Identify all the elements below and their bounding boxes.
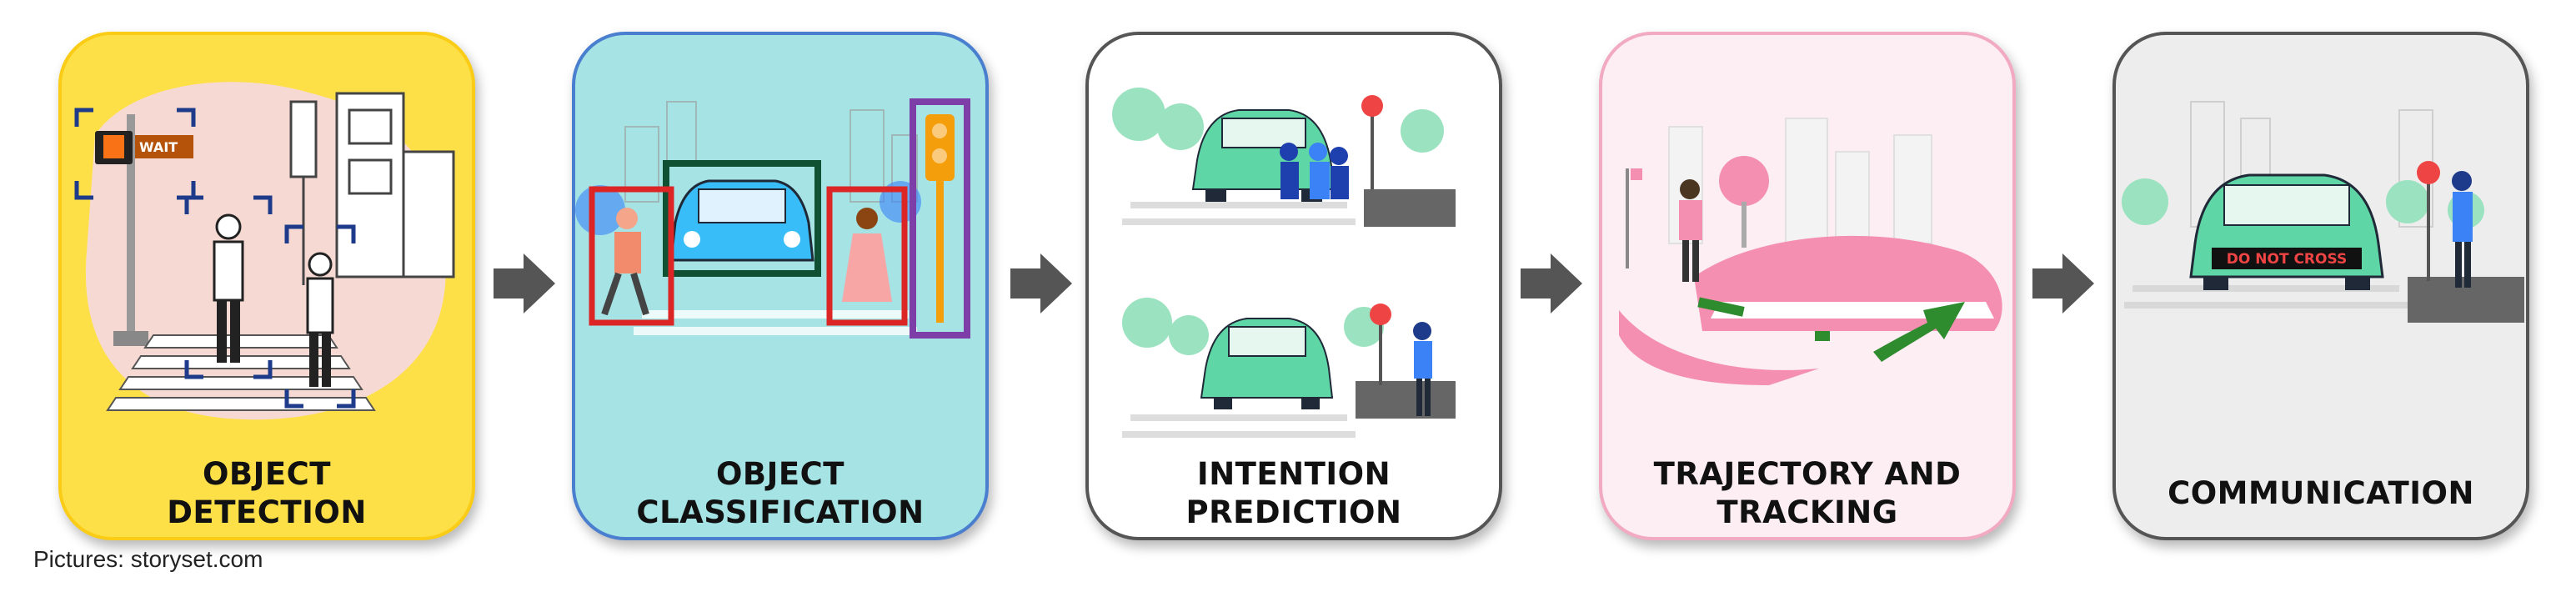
- card-communication: DO NOT CROSS COMMUNICATION: [2112, 32, 2529, 540]
- step-label-line2: DETECTION: [167, 494, 367, 530]
- crosswalk: [2124, 285, 2408, 309]
- step-label: TRAJECTORY AND TRACKING: [1602, 452, 2012, 535]
- crosswalk: [1122, 414, 1356, 438]
- card-intention-prediction: INTENTION PREDICTION: [1085, 32, 1502, 540]
- step-label-line1: OBJECT: [202, 456, 332, 492]
- prediction-illustration: [1112, 88, 1456, 438]
- step-label-line1: INTENTION: [1196, 456, 1391, 492]
- stop-sign-icon: [1370, 304, 1391, 385]
- street-sign-icon: [1626, 168, 1642, 268]
- step-label-line1: OBJECT: [715, 456, 845, 492]
- pink-path-area: [1619, 310, 1819, 385]
- step-label-line2: PREDICTION: [1185, 494, 1402, 530]
- curb: [1356, 381, 1456, 419]
- flow-arrow-icon: [494, 253, 555, 314]
- car-icon: [1200, 318, 1334, 409]
- classification-illustration: [575, 98, 970, 339]
- pedestrian-icon: [601, 208, 649, 316]
- pedestrian-icon: [1280, 143, 1349, 199]
- signal-sign-text: WAIT: [139, 139, 178, 155]
- traffic-light-icon: [925, 114, 955, 323]
- flow-arrow-icon: [2032, 253, 2094, 314]
- step-label-line1: COMMUNICATION: [2168, 475, 2474, 511]
- step-label-line2: CLASSIFICATION: [636, 494, 925, 530]
- step-label-line2: TRACKING: [1716, 494, 1898, 530]
- curb: [1364, 189, 1456, 227]
- traffic-light-icon: [289, 100, 318, 285]
- detection-box: [74, 108, 356, 409]
- building-icon: [335, 92, 455, 278]
- car-icon: [663, 160, 821, 277]
- detection-illustration: WAIT: [74, 82, 455, 420]
- stop-sign-icon: [2417, 161, 2440, 281]
- stop-sign-icon: [1361, 95, 1383, 189]
- step-label: OBJECT DETECTION: [62, 452, 472, 535]
- image-credit: Pictures: storyset.com: [33, 546, 263, 572]
- car-display-text: DO NOT CROSS: [2227, 251, 2347, 268]
- car-icon: [1191, 109, 1336, 202]
- crossing-signal-icon: WAIT: [95, 114, 193, 346]
- car-display-panel: [2212, 248, 2362, 269]
- flow-arrow-icon: [1521, 253, 1582, 314]
- pedestrian-icon: [2452, 171, 2473, 288]
- communication-illustration: DO NOT CROSS: [2122, 101, 2524, 323]
- card-object-detection: WAIT: [58, 32, 475, 540]
- tree-icon: [1719, 156, 1769, 248]
- card-object-classification: OBJECT CLASSIFICATION: [572, 32, 989, 540]
- classification-box: [826, 186, 908, 326]
- trajectory-path: [1697, 297, 1965, 362]
- pedestrian-icon: [306, 252, 334, 387]
- crosswalk: [1122, 202, 1356, 225]
- flow-arrow-icon: [1010, 253, 1072, 314]
- pedestrian-icon: [213, 213, 244, 363]
- city-skyline: [1668, 118, 1932, 244]
- step-label-line1: TRAJECTORY AND: [1653, 456, 1962, 492]
- classification-box: [589, 186, 674, 326]
- pedestrian-icon: [842, 208, 892, 302]
- car-icon: DO NOT CROSS: [2189, 173, 2384, 290]
- pedestrian-icon: [1413, 322, 1432, 416]
- step-label: INTENTION PREDICTION: [1089, 452, 1499, 535]
- crosswalk: [634, 310, 917, 335]
- pedestrian-icon: [1679, 179, 1702, 282]
- classification-box: [910, 98, 970, 339]
- step-label: COMMUNICATION: [2116, 435, 2526, 537]
- card-trajectory-tracking: TRAJECTORY AND TRACKING: [1599, 32, 2016, 540]
- trajectory-illustration: [1619, 118, 2002, 385]
- crosswalk: [1711, 302, 1994, 319]
- tree-icon: [1112, 88, 1444, 153]
- step-label: OBJECT CLASSIFICATION: [575, 452, 985, 535]
